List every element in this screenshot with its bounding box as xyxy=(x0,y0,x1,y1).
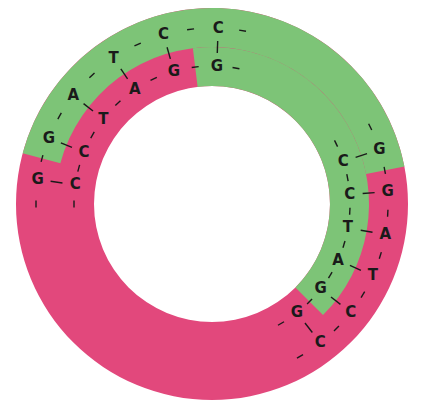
nucleotide-base: A xyxy=(68,88,80,103)
base-pair-bond xyxy=(121,69,128,79)
backbone-dash xyxy=(347,174,348,181)
nucleotide-base: T xyxy=(98,112,108,127)
backbone-dash xyxy=(334,140,337,146)
backbone-dash xyxy=(187,28,194,30)
backbone-dash xyxy=(78,165,80,172)
insert-inner-strand xyxy=(193,47,369,315)
nucleotide-base: C xyxy=(70,177,81,192)
nucleotide-base: T xyxy=(108,51,118,66)
backbone-dash xyxy=(233,67,240,68)
nucleotide-base: C xyxy=(158,27,169,42)
backbone-dash xyxy=(387,210,389,217)
nucleotide-base: C xyxy=(345,305,356,320)
backbone-dash xyxy=(58,113,62,119)
nucleotide-base: A xyxy=(380,227,392,242)
backbone-dash xyxy=(41,155,43,162)
backbone-dash xyxy=(239,30,246,31)
nucleotide-base: C xyxy=(213,21,224,36)
backbone-dash xyxy=(151,77,157,80)
base-pair-bond xyxy=(361,230,373,232)
nucleotide-base: T xyxy=(343,220,353,235)
backbone-dash xyxy=(73,201,74,208)
backbone-dash xyxy=(379,252,381,259)
backbone-dash xyxy=(343,241,345,248)
base-pair-bond xyxy=(61,143,72,147)
nucleotide-base: A xyxy=(332,253,344,268)
nucleotide-base: G xyxy=(168,64,180,79)
base-pair-bond xyxy=(356,154,367,158)
base-pair-bond xyxy=(350,265,361,270)
nucleotide-base: C xyxy=(79,145,90,160)
backbone-dash xyxy=(334,326,339,331)
backbone-dash xyxy=(278,322,284,326)
nucleotide-base: A xyxy=(129,82,141,97)
nucleotide-base: G xyxy=(211,59,223,74)
base-pair-bond xyxy=(167,47,170,59)
backbone-dash xyxy=(349,208,351,215)
nucleotide-base: C xyxy=(315,335,326,350)
base-pair-bond xyxy=(305,323,312,332)
base-pair-bond xyxy=(51,181,63,183)
nucleotide-base: G xyxy=(43,131,55,146)
base-pair-bond xyxy=(331,297,340,304)
backbone-dash xyxy=(89,73,94,78)
nucleotide-base: T xyxy=(368,268,378,283)
nucleotide-base: G xyxy=(291,305,303,320)
backbone-dash xyxy=(369,124,372,130)
backbone-dash xyxy=(35,201,36,208)
backbone-dash xyxy=(115,101,120,106)
nucleotide-base: G xyxy=(381,184,393,199)
base-pair-bond xyxy=(84,104,93,111)
base-pair-bond xyxy=(217,41,219,53)
backbone-dash xyxy=(297,355,303,359)
backbone-dash xyxy=(192,66,199,68)
backbone-dash xyxy=(307,299,312,304)
backbone-dash xyxy=(134,43,140,46)
nucleotide-base: G xyxy=(32,172,44,187)
backbone-dash xyxy=(328,272,332,278)
backbone-dash xyxy=(91,132,95,138)
plasmid-dna xyxy=(16,8,408,400)
base-pair-bond xyxy=(363,192,375,194)
nucleotide-base: G xyxy=(315,281,327,296)
nucleotide-base: G xyxy=(373,142,385,157)
nucleotide-base: C xyxy=(344,187,355,202)
backbone-dash xyxy=(384,167,385,174)
nucleotide-base: C xyxy=(338,154,349,169)
backbone-dash xyxy=(361,292,365,298)
